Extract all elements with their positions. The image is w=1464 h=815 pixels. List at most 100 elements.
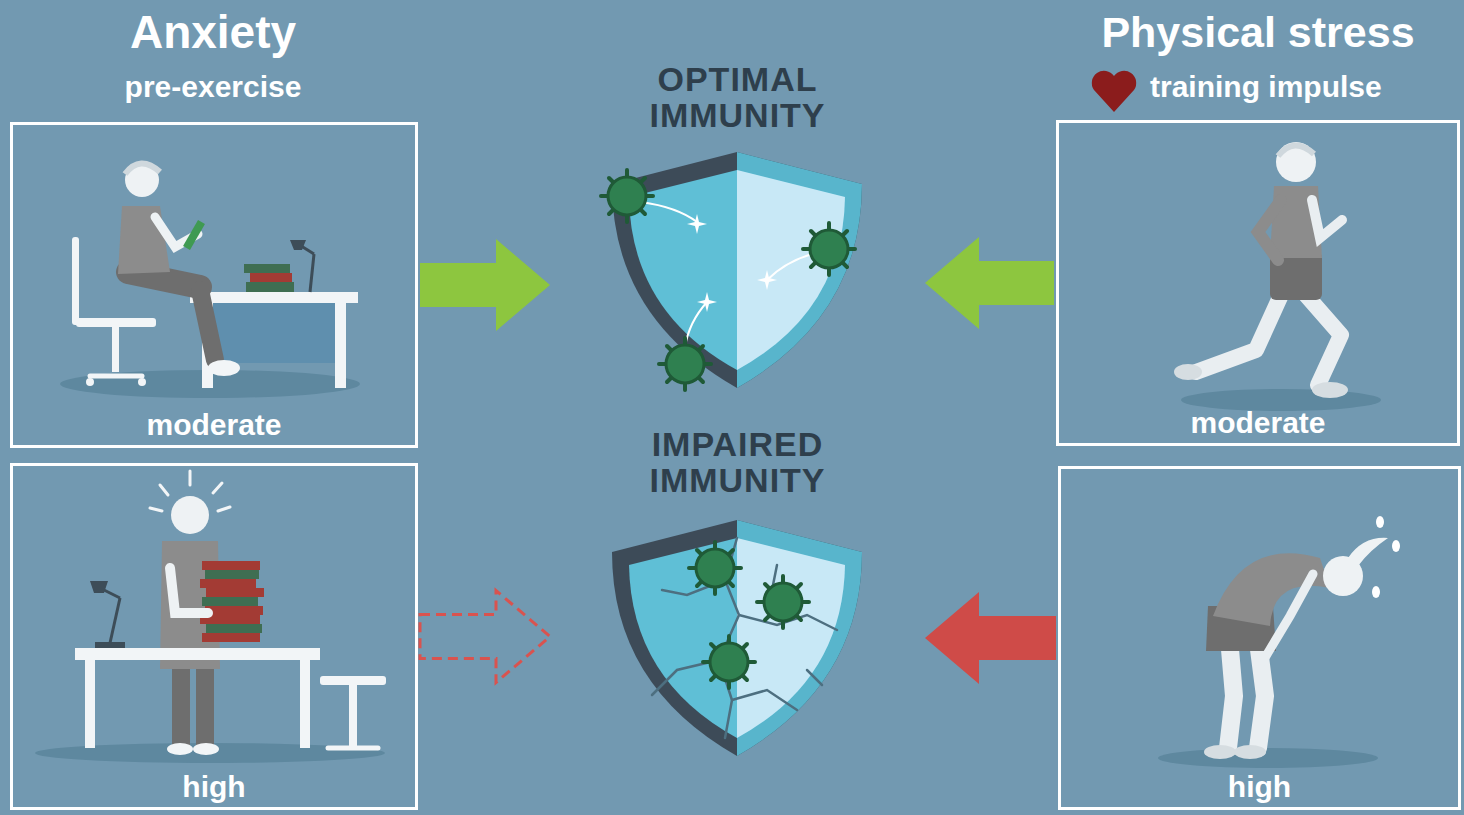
stressed-student-part (85, 660, 95, 748)
cracked-shield-part (737, 538, 845, 738)
stressed-student-part (202, 561, 260, 570)
seated-student-part (125, 163, 160, 174)
seated-student-part (213, 303, 335, 363)
stressed-student-part (193, 743, 219, 755)
stressed-student-part (328, 746, 378, 751)
level-label: high (1228, 770, 1291, 803)
stressed-student-part (167, 743, 193, 755)
seated-student-part (86, 378, 94, 386)
intact-shield-part (757, 270, 777, 290)
cracked-shield-part (689, 542, 741, 594)
exhausted-runner-part (1372, 586, 1380, 598)
block-arrow (925, 237, 1054, 329)
intact-shield-part (641, 202, 697, 222)
cracked-shield-part (737, 520, 862, 756)
stressed-student-part-part (189, 471, 192, 485)
cracked-shield (612, 520, 862, 756)
exhausted-runner-part (1392, 540, 1400, 552)
stressed-student-part-part (150, 508, 162, 511)
stress-panel: high (1058, 466, 1461, 810)
immunity-shield: IMPAIRED IMMUNITY (550, 425, 925, 770)
stressed-student-part (300, 660, 310, 748)
running-man-part (1174, 364, 1202, 380)
stressed-student-part (196, 668, 214, 746)
seated-student-part (72, 237, 79, 325)
anxiety-panel: high (10, 463, 418, 810)
cracked-shield-part (629, 538, 845, 738)
intact-shield-part (601, 170, 653, 222)
stressed-student (35, 471, 386, 763)
stressed-student-part (90, 581, 108, 593)
seated-student-part (76, 318, 156, 327)
shield-title: OPTIMAL IMMUNITY (623, 62, 853, 133)
block-arrow (925, 592, 1056, 684)
running-man-part (1312, 200, 1342, 238)
intact-shield-part (685, 302, 707, 347)
exhausted-runner-part (1213, 553, 1330, 626)
exhausted-runner-part (1234, 745, 1266, 759)
intact-shield-part (697, 292, 717, 312)
seated-student-part (138, 378, 146, 386)
cracked-shield-part (703, 636, 755, 688)
intact-shield-part (629, 170, 845, 370)
seated-student-part (244, 264, 290, 273)
cracked-shield-part (652, 538, 837, 738)
stressed-student-part (172, 668, 190, 746)
stressed-student-part (206, 588, 264, 597)
stressed-student-part (75, 648, 320, 660)
stressed-student-part (110, 598, 120, 643)
running-man-part (1278, 145, 1314, 156)
seated-student-part (246, 282, 294, 292)
level-label: moderate (146, 408, 281, 441)
block-arrow (420, 239, 550, 331)
running-man-part (1196, 295, 1281, 372)
running-man-part (1258, 200, 1281, 260)
exhausted-runner-part (1158, 748, 1378, 768)
shield-title: IMPAIRED IMMUNITY (623, 427, 853, 498)
seated-student-part (112, 327, 119, 372)
running-man-part (1312, 382, 1348, 398)
stressed-student-part (205, 570, 259, 579)
seated-student-part (190, 292, 358, 303)
seated-student-part (128, 272, 200, 287)
seated-student-part (118, 206, 170, 274)
intact-shield (601, 152, 862, 390)
level-label: moderate (1190, 406, 1325, 439)
column-heading: Anxiety (130, 6, 296, 59)
level-label: high (182, 770, 245, 803)
stressed-student-part (150, 471, 230, 511)
seated-student-part (335, 303, 346, 388)
stressed-student-part (200, 579, 256, 588)
stress-panel: moderate (1056, 120, 1460, 446)
running-man-part (1276, 142, 1316, 182)
exhausted-runner-part (1376, 516, 1384, 528)
seated-student-part (250, 273, 292, 282)
seated-student-part (125, 163, 159, 197)
column-heading: Physical stress (1101, 8, 1414, 57)
cracked-shield-part (612, 520, 862, 756)
heart-icon-part (1092, 71, 1136, 112)
block-arrow (420, 591, 550, 683)
seated-student-part (290, 240, 306, 250)
anxiety-panel: moderate (10, 122, 418, 448)
cracked-shield-part (757, 576, 809, 628)
intact-shield-part (687, 214, 707, 234)
seated-student-part (90, 374, 142, 379)
stressed-student-part (202, 597, 258, 606)
intact-shield-part (803, 223, 855, 275)
immunity-shield: OPTIMAL IMMUNITY (550, 60, 925, 390)
exhausted-runner (1158, 516, 1400, 768)
running-man (1174, 142, 1381, 411)
stressed-student-part (202, 633, 260, 642)
heart-icon (1092, 71, 1136, 112)
stressed-student-part-part (160, 485, 168, 495)
exhausted-runner-part (1348, 538, 1388, 566)
cracked-shield-part-part (732, 690, 797, 710)
seated-student-part (200, 290, 215, 360)
cracked-shield-part-part (807, 670, 822, 685)
column-subheading: pre-exercise (125, 70, 302, 105)
column-subheading: training impulse (1150, 70, 1382, 105)
stressed-student-part (349, 685, 357, 747)
stressed-student-part (320, 676, 386, 685)
